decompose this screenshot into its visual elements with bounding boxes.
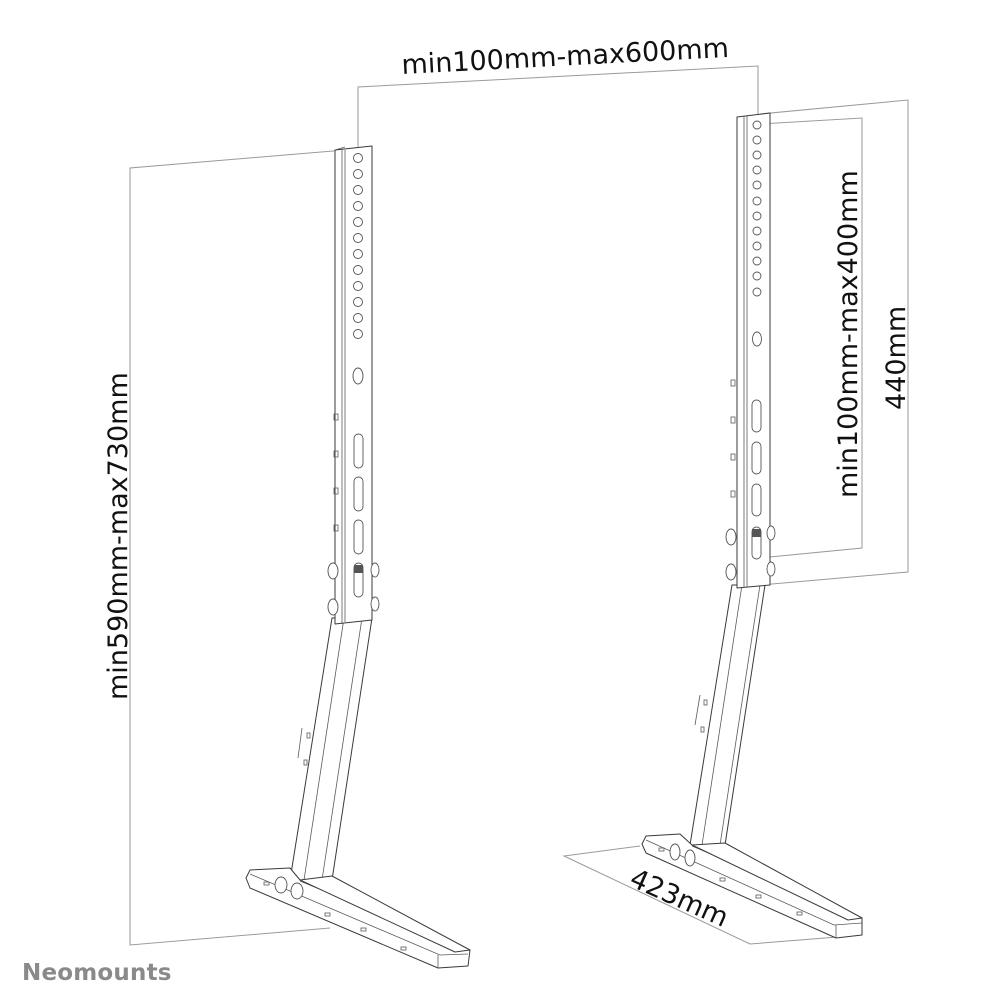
width-dimension-label: min100mm-max600mm: [401, 33, 730, 81]
dimension-lines: [129, 65, 909, 946]
hole-range-label: min100mm-max400mm: [833, 170, 864, 498]
right-stand: [641, 112, 863, 939]
brand-logo: Neomounts: [22, 960, 172, 986]
right-upright-holes: [752, 120, 762, 297]
left-stand: [245, 145, 471, 969]
upright-height-label: 440mm: [881, 306, 912, 410]
left-upright-holes: [353, 153, 363, 339]
overall-height-label: min590mm-max730mm: [103, 372, 134, 700]
